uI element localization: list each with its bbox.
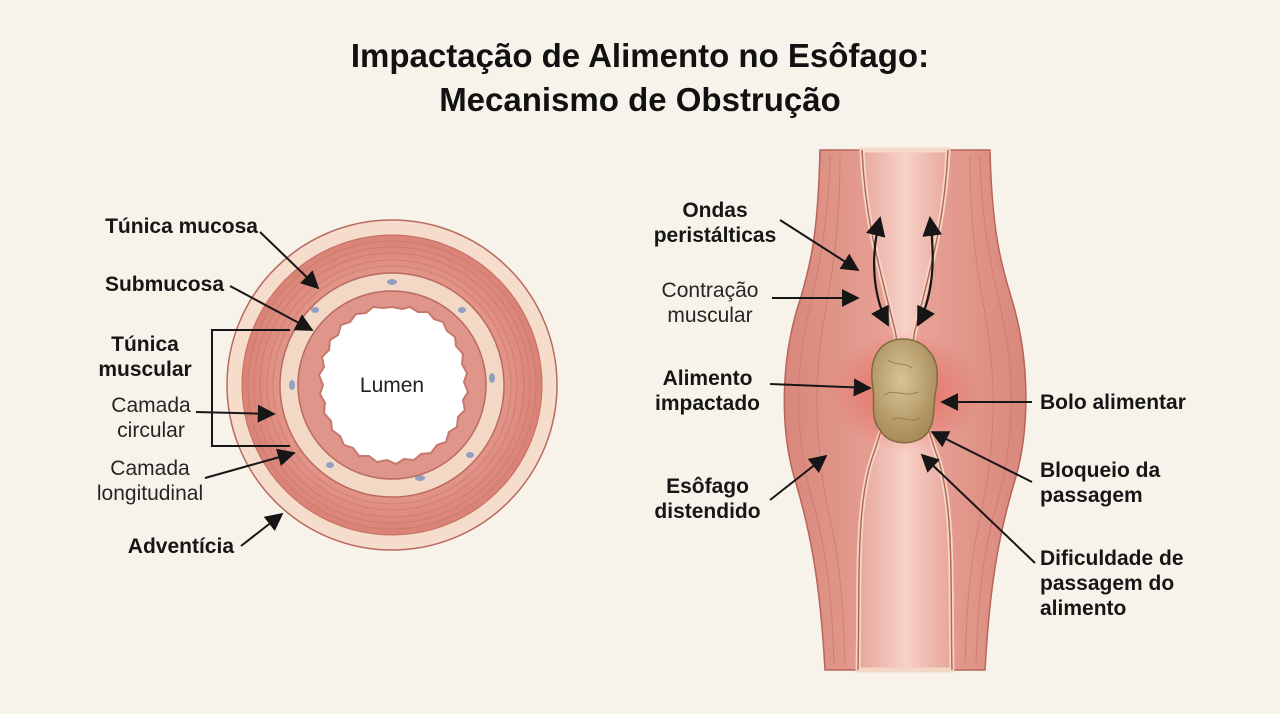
leader-esofago [769, 454, 828, 501]
leader-camada-longitudinal [204, 448, 296, 479]
label-esofago-line-2: distendido [654, 500, 761, 523]
label-camada-circular-line-1: Camada [111, 394, 191, 417]
esophagus-cross-section: Lumen [226, 219, 558, 551]
leader-camada-circular [195, 404, 276, 423]
leader-bloqueio [930, 431, 1033, 483]
label-dificuldade-line-1: Dificuldade de [1040, 547, 1184, 570]
food-bolus [871, 338, 939, 444]
label-bloqueio-line-1: Bloqueio da [1040, 459, 1161, 482]
diagram-title: Impactação de Alimento no Esôfago: Mecan… [0, 34, 1280, 122]
muscle-fibers [247, 240, 537, 530]
leader-submucosa [229, 285, 314, 331]
label-camada-circular: Camada circular [96, 393, 206, 443]
label-dificuldade-line-3: alimento [1040, 597, 1127, 620]
title-line-1: Impactação de Alimento no Esôfago: [350, 37, 930, 74]
label-alimento-line-1: Alimento [662, 367, 753, 390]
label-camada-longitudinal-line-1: Camada [110, 457, 190, 480]
label-tunica-muscular-line-1: Túnica [111, 333, 179, 356]
label-ondas-peristalticas: Ondas peristálticas [640, 198, 790, 248]
lumen-label: Lumen [360, 374, 424, 397]
label-alimento-line-2: impactado [654, 392, 761, 415]
label-tunica-muscular: Túnica muscular [90, 332, 200, 382]
label-alimento-impactado: Alimento impactado [640, 366, 775, 416]
label-bloqueio-passagem: Bloqueio da passagem [1040, 458, 1160, 508]
leader-ondas [779, 219, 860, 271]
esophagus-longitudinal-section [783, 147, 1027, 673]
bolus-texture [883, 359, 921, 421]
label-camada-longitudinal: Camada longitudinal [80, 456, 220, 506]
label-ondas-line-2: peristálticas [653, 224, 777, 247]
label-adventicia: Adventícia [127, 535, 234, 558]
title-line-2: Mecanismo de Obstrução [439, 81, 841, 118]
label-contracao-line-1: Contração [661, 279, 759, 302]
label-camada-circular-line-2: circular [117, 419, 185, 442]
label-tunica-mucosa: Túnica mucosa [105, 215, 258, 238]
leader-tunica-mucosa [259, 231, 320, 290]
label-ondas-line-1: Ondas [682, 199, 748, 222]
lumen [317, 305, 470, 466]
label-camada-longitudinal-line-2: longitudinal [96, 482, 204, 505]
label-dificuldade-line-2: passagem do [1040, 572, 1175, 595]
label-contracao-muscular: Contração muscular [640, 278, 780, 328]
label-contracao-line-2: muscular [667, 304, 753, 327]
leader-alimento [769, 378, 872, 397]
label-bloqueio-line-2: passagem [1040, 484, 1143, 507]
label-bolo-alimentar: Bolo alimentar [1040, 391, 1186, 414]
longitudinal-leaders [769, 219, 1036, 564]
leader-dificuldade [920, 453, 1036, 564]
bracket-tunica-muscular [211, 329, 290, 447]
label-esofago-line-1: Esôfago [666, 475, 749, 498]
label-tunica-muscular-line-2: muscular [98, 358, 192, 381]
label-submucosa: Submucosa [104, 273, 224, 296]
label-esofago-distendido: Esôfago distendido [640, 474, 775, 524]
label-dificuldade-passagem: Dificuldade de passagem do alimento [1040, 546, 1184, 621]
submucosa-glands [289, 279, 495, 481]
leader-adventicia [240, 512, 284, 547]
cross-section-leaders [195, 231, 320, 547]
peristaltic-wave-arrows [866, 216, 943, 327]
